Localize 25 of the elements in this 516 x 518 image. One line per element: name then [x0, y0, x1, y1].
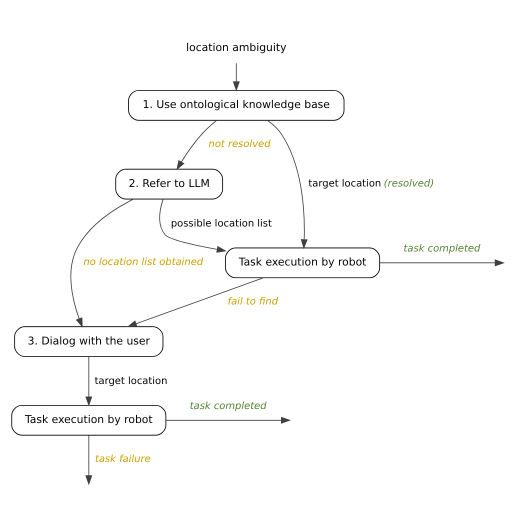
node-box: 3. Dialog with the user — [14, 326, 164, 357]
node-box: Task execution by robot — [11, 404, 166, 436]
node-text: location ambiguity — [186, 41, 286, 54]
edge-label: target location (resolved) — [308, 178, 434, 190]
edge-label: not resolved — [208, 138, 271, 150]
node-box: 1. Use ontological knowledge base — [128, 90, 344, 121]
edge-label: target location — [94, 376, 168, 387]
edge-label: task failure — [95, 454, 151, 465]
arrow — [267, 120, 308, 250]
arrow — [126, 277, 264, 327]
arrow — [176, 120, 218, 170]
arrow — [85, 356, 92, 406]
arrow — [166, 416, 291, 424]
arrow — [85, 434, 92, 486]
arrow — [159, 198, 227, 253]
arrow — [379, 259, 505, 266]
node-box: Task execution by robot — [225, 248, 380, 278]
edge-label: possible location list — [170, 218, 272, 230]
edge-label: task completed — [190, 400, 267, 412]
arrow — [232, 62, 240, 92]
node-box: 2. Refer to LLM — [115, 168, 224, 200]
edge-label: no location list obtained — [83, 257, 204, 268]
edge-label: task completed — [404, 243, 480, 254]
edge-label: fail to find — [228, 296, 278, 308]
arrow — [70, 198, 134, 328]
